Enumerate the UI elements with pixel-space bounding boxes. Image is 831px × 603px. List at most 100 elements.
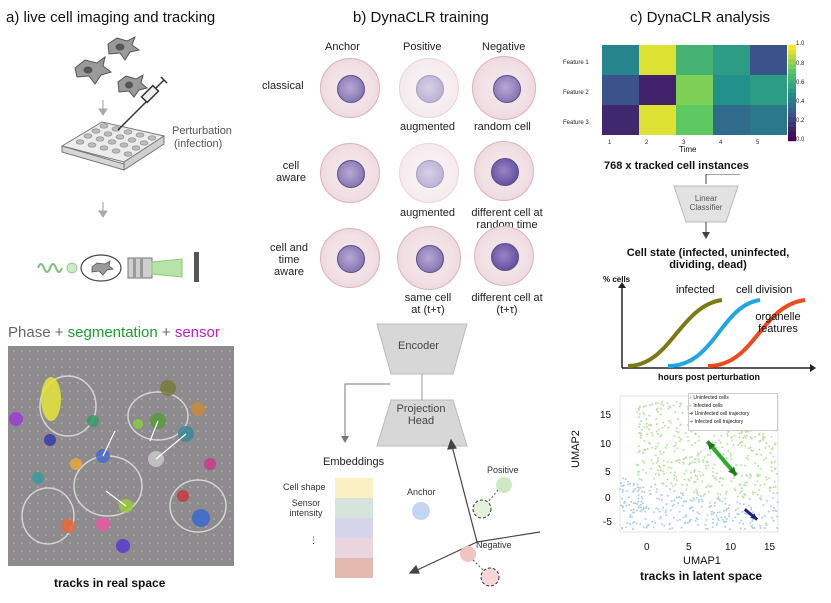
- umap-point: [713, 434, 716, 437]
- umap-point: [697, 435, 700, 438]
- umap-point: [645, 422, 648, 425]
- umap-point: [728, 504, 731, 506]
- colorbar-segment: [788, 131, 796, 137]
- microscopy-image: [8, 346, 234, 566]
- umap-point: [763, 527, 766, 530]
- umap-point: [762, 504, 765, 507]
- umap-point: [670, 466, 673, 469]
- umap-point: [688, 507, 691, 509]
- umap-point: [676, 447, 679, 450]
- umap-point: [641, 428, 644, 431]
- umap-point: [694, 441, 697, 444]
- umap-point: [705, 464, 707, 467]
- umap-point: [685, 483, 688, 486]
- umap-point: [629, 482, 632, 485]
- umap-point: [654, 521, 657, 524]
- umap-point: [762, 435, 765, 438]
- umap-point: [694, 458, 697, 461]
- projection-head-block: [376, 399, 468, 447]
- umap-point: [759, 526, 762, 529]
- umap-point: [665, 509, 668, 512]
- umap-point: [636, 490, 639, 493]
- umap-point: [683, 472, 686, 475]
- umap-point: [656, 432, 659, 435]
- classical-negative-label: random cell: [474, 121, 531, 133]
- umap-point: [725, 518, 728, 520]
- pipette-icon: [117, 76, 168, 131]
- umap-point: [736, 507, 739, 510]
- umap-point: [743, 512, 746, 515]
- umap-point: [655, 461, 658, 464]
- umap-point: [689, 462, 692, 465]
- cellaware-positive-label: augmented: [400, 207, 456, 219]
- umap-point: [655, 507, 658, 510]
- umap-point: [736, 513, 739, 516]
- colorbar-segment: [788, 45, 796, 50]
- umap-point: [643, 440, 646, 442]
- umap-point: [636, 486, 639, 489]
- umap-point: [665, 444, 668, 447]
- heatmap-row-label: Feature 2: [563, 90, 589, 96]
- umap-point: [625, 504, 628, 507]
- umap-point: [740, 519, 742, 522]
- umap-point: [644, 518, 647, 520]
- umap-point: [679, 403, 682, 406]
- umap-point: [730, 480, 733, 483]
- umap-point: [638, 432, 641, 435]
- umap-point: [691, 444, 694, 446]
- positive-projected-point: [472, 499, 492, 519]
- umap-point: [768, 487, 771, 490]
- umap-point: [637, 407, 640, 410]
- umap-point: [637, 451, 640, 454]
- umap-point: [619, 488, 622, 491]
- umap-point: [774, 485, 777, 488]
- umap-point: [693, 481, 696, 484]
- umap-point: [688, 479, 691, 482]
- classifier-diagram: [673, 174, 740, 239]
- umap-point: [653, 477, 655, 480]
- umap-point: [655, 418, 658, 420]
- umap-point: [674, 471, 677, 474]
- umap-point: [677, 431, 680, 434]
- umap-point: [650, 403, 653, 406]
- heatmap-row-label: Feature 1: [563, 60, 589, 66]
- umap-point: [629, 523, 632, 526]
- umap-point: [699, 474, 702, 477]
- umap-point: [678, 458, 681, 461]
- umap-point: [744, 527, 747, 530]
- umap-point: [690, 506, 693, 509]
- heatmap-cell: [750, 45, 787, 75]
- umap-point: [687, 478, 690, 481]
- umap-point: [628, 496, 630, 499]
- umap-point: [642, 451, 645, 454]
- umap-point: [750, 449, 753, 452]
- infection-label: (infection): [174, 138, 223, 150]
- umap-point: [744, 481, 747, 484]
- umap-point: [753, 435, 756, 438]
- umap-point: [654, 447, 657, 450]
- umap-point: [740, 463, 743, 466]
- umap-point: [756, 453, 759, 456]
- ellipsis: ⋮: [309, 535, 318, 545]
- umap-point: [637, 445, 640, 448]
- umap-point: [740, 487, 743, 490]
- umap-point: [706, 453, 709, 456]
- umap-point: [703, 493, 706, 496]
- classical-positive-label: augmented: [400, 121, 456, 133]
- umap-point: [622, 510, 625, 512]
- umap-point: [689, 499, 692, 502]
- umap-point: [733, 435, 736, 437]
- umap-point: [668, 419, 671, 422]
- umap-point: [697, 458, 700, 461]
- umap-point: [759, 524, 761, 527]
- umap-point: [662, 464, 665, 467]
- umap-point: [751, 527, 754, 529]
- umap-point: [636, 483, 639, 486]
- row-classical: classical: [262, 80, 304, 92]
- umap-point: [659, 517, 662, 520]
- colorbar-tick: 0.0: [796, 137, 805, 143]
- umap-point: [772, 519, 775, 522]
- heatmap-cell: [713, 45, 750, 75]
- division-curve: [667, 298, 761, 368]
